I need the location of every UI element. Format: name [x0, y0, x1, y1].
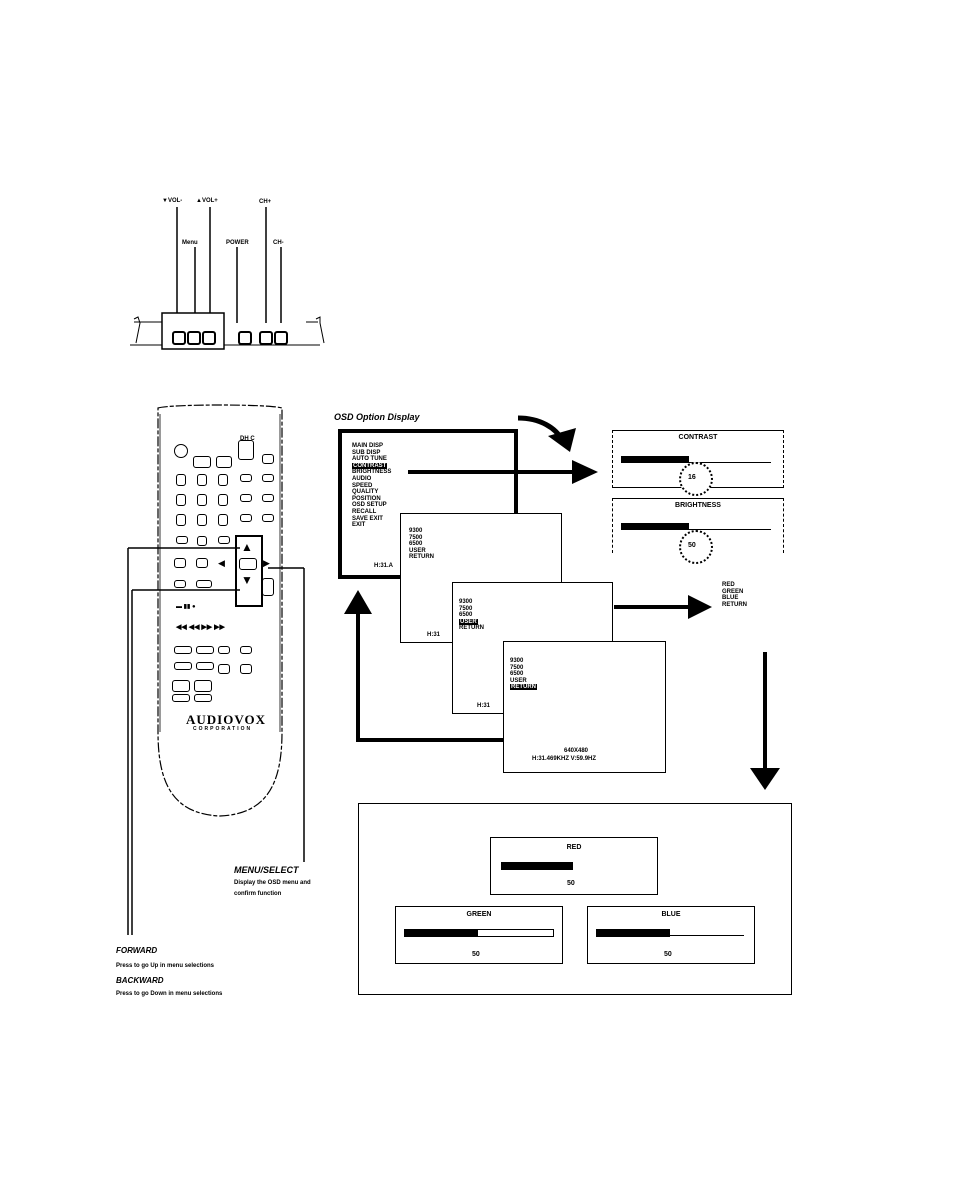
red-title: RED [566, 844, 582, 851]
menu-item[interactable]: USER [409, 547, 426, 554]
green-bar [404, 929, 478, 937]
brightness-bar [621, 523, 689, 529]
power-button[interactable] [238, 331, 252, 345]
forward-title: FORWARD [116, 946, 158, 955]
menu-item[interactable]: POSITION [352, 495, 381, 502]
menu-item[interactable]: OSD SETUP [352, 502, 387, 509]
forward-button[interactable]: ▲ [241, 540, 253, 554]
remote-vcr-button[interactable] [216, 456, 232, 468]
contrast-value: 16 [688, 474, 696, 481]
menu-select-title: MENU/SELECT [234, 865, 299, 875]
backward-title: BACKWARD [116, 976, 164, 985]
brightness-title: BRIGHTNESS [675, 502, 721, 509]
blue-title: BLUE [661, 911, 681, 918]
menu-item[interactable]: MAIN DISP [352, 443, 384, 449]
menu-item[interactable]: 9300 [409, 528, 423, 534]
osd-title: OSD Option Display [334, 412, 420, 422]
brightness-track [621, 523, 771, 530]
vol-plus-label: ▲VOL+ [196, 198, 218, 204]
brightness-value: 50 [688, 542, 696, 549]
menu-item[interactable]: 9300 [510, 658, 524, 664]
vol-plus-button[interactable] [202, 331, 216, 345]
forward-desc: Press to go Up in menu selections [116, 963, 215, 969]
remote-mode-button[interactable] [238, 440, 254, 460]
menu-item[interactable]: RETURN [722, 601, 747, 608]
menu-item[interactable]: USER [459, 618, 478, 625]
red-panel: RED 50 [490, 837, 658, 895]
menu-item[interactable]: SUB DISP [352, 449, 381, 456]
vol-minus-button[interactable] [172, 331, 186, 345]
green-title: GREEN [466, 911, 492, 918]
remote-mute-button[interactable] [262, 454, 274, 464]
osd-info-line-2: H:31.469KHZ V:59.9HZ [532, 756, 597, 762]
menu-item[interactable]: 6500 [409, 541, 423, 548]
menu-item[interactable]: QUALITY [352, 489, 379, 496]
osd-temp-footer: H:31 [477, 703, 491, 709]
menu-item[interactable]: EXIT [352, 522, 366, 529]
green-panel: GREEN 50 [395, 906, 563, 964]
menu-item[interactable]: 9300 [459, 599, 473, 605]
nav-cluster [235, 535, 263, 607]
menu-item[interactable]: GREEN [722, 588, 744, 595]
red-bar [501, 862, 573, 870]
blue-track [596, 929, 744, 936]
red-value: 50 [567, 880, 575, 887]
blue-value: 50 [664, 951, 672, 958]
menu-item[interactable]: RETURN [510, 684, 537, 691]
contrast-bar [621, 456, 689, 462]
brightness-panel: BRIGHTNESS 50 [612, 498, 784, 564]
blue-bar [596, 929, 670, 937]
menu-item[interactable]: RECALL [352, 508, 377, 515]
menu-item[interactable]: SPEED [352, 482, 373, 489]
backward-desc: Press to go Down in menu selections [116, 991, 223, 997]
osd-main-footer: H:31.A [374, 563, 394, 569]
ch-minus-label: CH- [273, 240, 284, 246]
ch-minus-button[interactable] [274, 331, 288, 345]
menu-item[interactable]: RED [722, 582, 735, 588]
rgb-adjust-panel: RED 50 GREEN 50 BLUE 50 [358, 803, 792, 995]
menu-select-desc-1: Display the OSD menu and [234, 880, 311, 886]
ch-plus-button[interactable] [259, 331, 273, 345]
remote-brand: AUDIOVOX [186, 712, 266, 727]
contrast-dial [679, 462, 713, 496]
menu-item[interactable]: AUDIO [352, 475, 372, 482]
green-value: 50 [472, 951, 480, 958]
remote-brand-sub: CORPORATION [193, 726, 253, 732]
remote-body [157, 404, 283, 817]
menu-item[interactable]: USER [510, 677, 527, 684]
menu-button[interactable] [187, 331, 201, 345]
osd-info-line-1: 640X480 [564, 748, 589, 754]
menu-item[interactable]: RETURN [409, 554, 434, 561]
menu-item[interactable]: SAVE EXIT [352, 515, 383, 522]
menu-label: Menu [182, 240, 198, 246]
menu-select-button[interactable] [239, 558, 257, 570]
vol-minus-label: ▼VOL- [162, 198, 183, 204]
menu-item[interactable]: CONTRAST [352, 462, 388, 469]
backward-button[interactable]: ▼ [241, 573, 253, 587]
menu-item[interactable]: BLUE [722, 595, 739, 602]
brightness-dial [679, 530, 713, 564]
remote-power-button[interactable] [174, 444, 188, 458]
contrast-title: CONTRAST [678, 434, 718, 441]
remote-tv-button[interactable] [193, 456, 211, 468]
menu-item[interactable]: AUTO TUNE [352, 456, 387, 463]
menu-select-desc-2: confirm function [234, 891, 282, 897]
menu-item[interactable]: 6500 [510, 671, 524, 678]
ch-plus-label: CH+ [259, 199, 272, 205]
menu-item[interactable]: 7500 [510, 664, 524, 671]
power-label: POWER [226, 240, 249, 246]
blue-panel: BLUE 50 [587, 906, 755, 964]
menu-item[interactable]: BRIGHTNESS [352, 469, 392, 476]
menu-item[interactable]: 7500 [459, 605, 473, 612]
osd-color-footer: H:31 [427, 632, 441, 638]
menu-item[interactable]: RETURN [459, 625, 484, 632]
contrast-panel: CONTRAST 16 [612, 430, 784, 496]
menu-item[interactable]: 6500 [459, 612, 473, 619]
menu-item[interactable]: 7500 [409, 534, 423, 541]
